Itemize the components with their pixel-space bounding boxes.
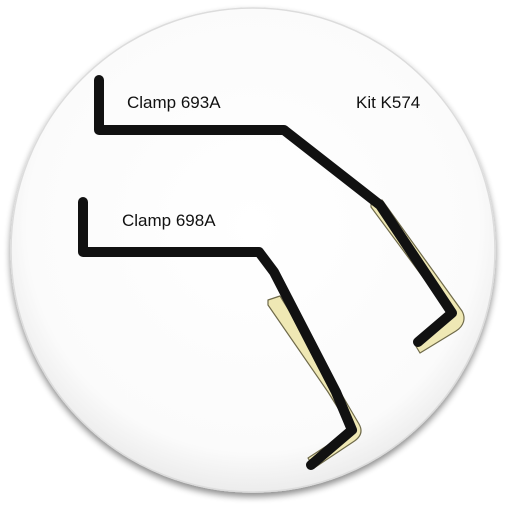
clamp-693a-wire (94, 75, 457, 347)
clamp-698a-wire (78, 197, 357, 470)
clamp-698a-label: Clamp 698A (122, 211, 216, 230)
clamp-693a (94, 75, 465, 354)
kit-label: Kit K574 (356, 93, 421, 112)
clamp-693a-label: Clamp 693A (127, 93, 221, 112)
clamp-698a (78, 197, 362, 470)
